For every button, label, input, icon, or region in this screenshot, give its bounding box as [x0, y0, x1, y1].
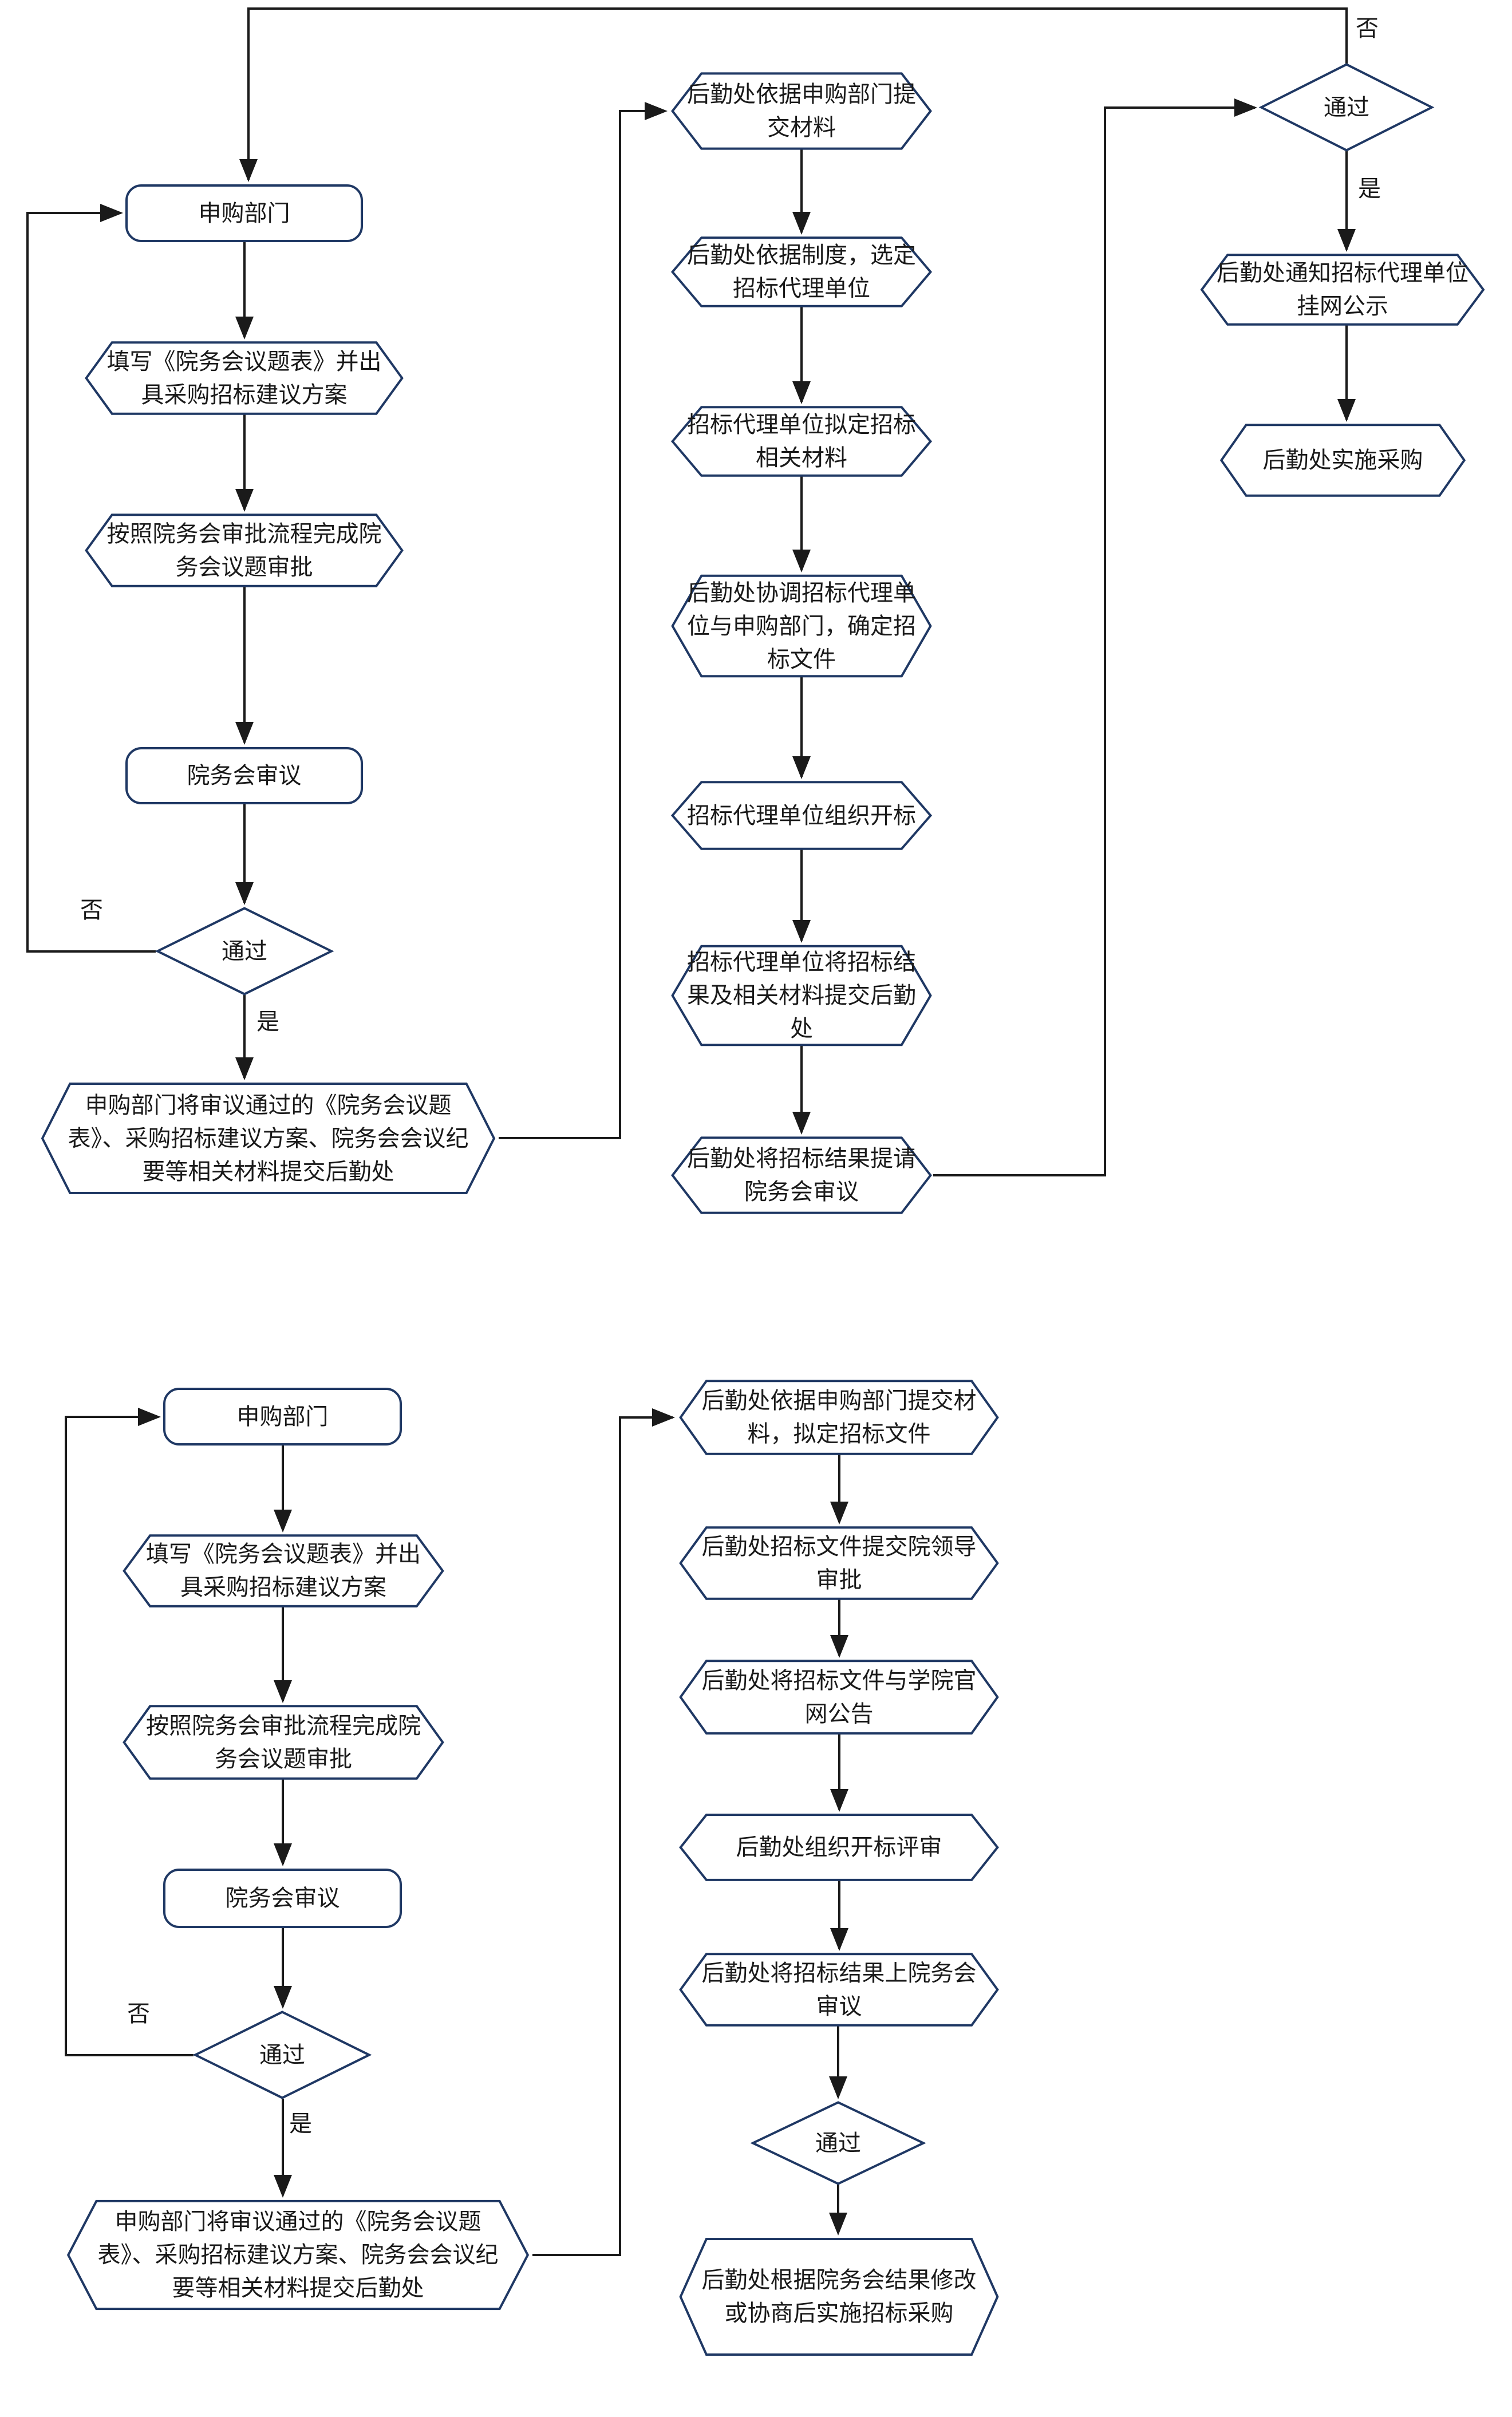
node-label: 后勤处根据院务会结果修改或协商后实施招标采购 [701, 2268, 977, 2326]
hexagon-shape [677, 1660, 1001, 1734]
node-c1-notify-agency-publicity: 后勤处通知招标代理单位挂网公示 [1199, 254, 1486, 325]
node-c2-implement-after-revision: 后勤处根据院务会结果修改或协商后实施招标采购 [677, 2238, 1001, 2356]
node-c1-fill-form: 填写《院务会议题表》并出具采购招标建议方案 [83, 342, 405, 414]
node-label: 招标代理单位组织开标 [687, 803, 916, 828]
node-label: 后勤处将招标结果提请院务会审议 [687, 1146, 916, 1204]
node-label: 填写《院务会议题表》并出具采购招标建议方案 [106, 349, 382, 408]
node-label: 按照院务会审批流程完成院务会议题审批 [146, 1713, 421, 1772]
node-c1-agency-submit-results: 招标代理单位将招标结果及相关材料提交后勤处 [670, 945, 933, 1046]
node-label: 后勤处依据制度，选定招标代理单位 [687, 243, 916, 301]
node-c2-approval-process: 按照院务会审批流程完成院务会议题审批 [121, 1705, 446, 1779]
hexagon-shape [677, 1953, 1001, 2026]
hexagon-shape [670, 237, 933, 307]
hexagon-shape [64, 2200, 532, 2310]
node-c1-council-review: 院务会审议 [125, 747, 363, 804]
node-label: 通过 [815, 2130, 861, 2156]
node-label: 后勤处通知招标代理单位挂网公示 [1217, 260, 1468, 319]
node-c2-prepare-bid-docs: 后勤处依据申购部门提交材料，拟定招标文件 [677, 1380, 1001, 1455]
node-c1-organize-bid-opening: 招标代理单位组织开标 [670, 781, 933, 850]
node-label: 院务会审议 [187, 763, 302, 788]
hexagon-shape [670, 945, 933, 1046]
node-label: 招标代理单位将招标结果及相关材料提交后勤处 [687, 950, 916, 1041]
node-label: 后勤处协调招标代理单位与申购部门，确定招标文件 [687, 580, 916, 672]
node-c2-pass-decision-2: 通过 [751, 2102, 925, 2185]
hexagon-shape [670, 781, 933, 850]
node-label: 招标代理单位拟定招标相关材料 [687, 412, 916, 471]
hexagon-shape [121, 1705, 446, 1779]
edge-label-c2-yes-left: 是 [289, 2111, 312, 2136]
node-c2-results-to-council: 后勤处将招标结果上院务会审议 [677, 1953, 1001, 2026]
node-c1-submit-results-to-council: 后勤处将招标结果提请院务会审议 [670, 1137, 933, 1214]
node-label: 后勤处将招标结果上院务会审议 [701, 1960, 977, 2019]
connector-c1-submit-to-receive [499, 102, 668, 1139]
node-c1-coordinate-bid-docs: 后勤处协调招标代理单位与申购部门，确定招标文件 [670, 575, 933, 677]
node-c2-pass-decision-1: 通过 [194, 2011, 371, 2099]
hexagon-shape [1219, 424, 1467, 496]
node-c1-submit-materials: 申购部门将审议通过的《院务会议题表》、采购招标建议方案、院务会会议纪要等相关材料… [38, 1083, 499, 1194]
hexagon-shape [670, 575, 933, 677]
node-c1-agency-prepare-materials: 招标代理单位拟定招标相关材料 [670, 406, 933, 476]
node-c2-publish-on-website: 后勤处将招标文件与学院官网公告 [677, 1660, 1001, 1734]
node-label: 后勤处依据申购部门提交材料，拟定招标文件 [701, 1388, 977, 1447]
hexagon-shape [83, 514, 405, 587]
node-c1-pass-decision-1: 通过 [156, 907, 333, 995]
node-label: 后勤处招标文件提交院领导审批 [701, 1534, 977, 1593]
node-c1-receive-materials: 后勤处依据申购部门提交材料 [670, 73, 933, 149]
node-label: 后勤处组织开标评审 [736, 1835, 942, 1860]
node-label: 申购部门将审议通过的《院务会议题表》、采购招标建议方案、院务会会议纪要等相关材料… [68, 1092, 469, 1184]
node-c1-implement-procurement: 后勤处实施采购 [1219, 424, 1467, 496]
node-c1-pass-decision-2: 通过 [1260, 64, 1434, 151]
hexagon-shape [1199, 254, 1486, 325]
node-label: 后勤处实施采购 [1262, 448, 1423, 473]
node-c2-submit-materials: 申购部门将审议通过的《院务会议题表》、采购招标建议方案、院务会会议纪要等相关材料… [64, 2200, 532, 2310]
node-c2-organize-evaluation: 后勤处组织开标评审 [677, 1814, 1001, 1881]
hexagon-shape [677, 1527, 1001, 1600]
node-label: 申购部门 [198, 200, 290, 226]
edge-label-c1-no-right: 否 [1356, 16, 1379, 41]
node-c2-fill-form: 填写《院务会议题表》并出具采购招标建议方案 [121, 1535, 446, 1607]
diamond-shape [156, 907, 333, 995]
hexagon-shape [83, 342, 405, 414]
node-label: 申购部门 [236, 1404, 329, 1429]
node-c1-approval-process: 按照院务会审批流程完成院务会议题审批 [83, 514, 405, 587]
hexagon-shape [670, 406, 933, 476]
node-c2-council-review: 院务会审议 [163, 1869, 402, 1928]
hexagon-shape [670, 73, 933, 149]
node-label: 通过 [222, 938, 267, 964]
hexagon-shape [121, 1535, 446, 1607]
node-label: 通过 [259, 2042, 305, 2068]
node-c1-select-agency: 后勤处依据制度，选定招标代理单位 [670, 237, 933, 307]
hexagon-shape [677, 1380, 1001, 1455]
diamond-shape [194, 2011, 371, 2099]
node-c2-requisition-dept: 申购部门 [163, 1388, 402, 1446]
node-c2-submit-to-leaders: 后勤处招标文件提交院领导审批 [677, 1527, 1001, 1600]
diamond-shape [751, 2102, 925, 2185]
hexagon-shape [677, 2238, 1001, 2356]
node-label: 通过 [1324, 94, 1369, 120]
node-label: 填写《院务会议题表》并出具采购招标建议方案 [146, 1542, 421, 1600]
node-label: 申购部门将审议通过的《院务会议题表》、采购招标建议方案、院务会会议纪要等相关材料… [97, 2209, 499, 2301]
node-label: 后勤处依据申购部门提交材料 [687, 82, 916, 140]
hexagon-shape [677, 1814, 1001, 1881]
node-label: 后勤处将招标文件与学院官网公告 [701, 1668, 977, 1727]
edge-label-c2-no-left: 否 [127, 2001, 150, 2027]
diamond-shape [1260, 64, 1434, 151]
connector-c2-submit-to-prepare [532, 1408, 675, 2256]
edge-label-c1-yes-left: 是 [256, 1009, 279, 1034]
node-c1-requisition-dept: 申购部门 [125, 184, 363, 242]
node-label: 按照院务会审批流程完成院务会议题审批 [106, 521, 382, 580]
edge-label-c1-no-left: 否 [80, 898, 103, 923]
edge-label-c1-yes-right: 是 [1358, 176, 1381, 202]
node-label: 院务会审议 [225, 1886, 340, 1911]
hexagon-shape [670, 1137, 933, 1214]
hexagon-shape [38, 1083, 499, 1194]
